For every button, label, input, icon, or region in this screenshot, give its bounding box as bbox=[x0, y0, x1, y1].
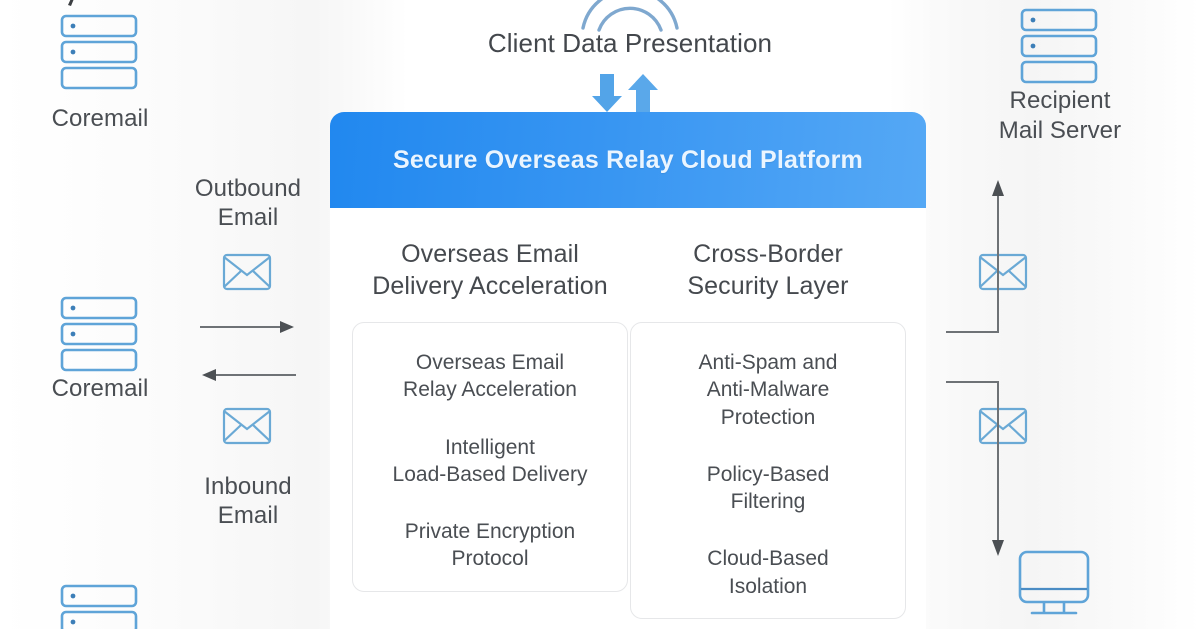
cloud-arc-icon bbox=[575, 0, 685, 34]
envelope-icon-downstream bbox=[978, 406, 1028, 446]
feature-item: Private Encryption Protocol bbox=[404, 520, 576, 571]
feature-card-delivery-acceleration: Overseas Email Relay Acceleration Intell… bbox=[352, 322, 628, 592]
server-icon-coremail-bottom bbox=[58, 578, 140, 629]
arrow-down-icon bbox=[592, 74, 622, 112]
cut-off-marker-icon bbox=[60, 0, 90, 8]
recipient-mail-server-label: Recipient Mail Server bbox=[998, 87, 1122, 144]
feature-item: Anti-Spam and Anti-Malware Protection bbox=[698, 351, 838, 429]
outbound-email-label: Outbound Email bbox=[194, 175, 302, 232]
feature-item: Policy-Based Filtering bbox=[706, 462, 830, 514]
platform-banner: Secure Overseas Relay Cloud Platform bbox=[330, 112, 926, 208]
column-title-security-layer: Cross-Border Security Layer bbox=[687, 240, 849, 300]
inbound-email-label: Inbound Email bbox=[204, 473, 292, 530]
server-icon-recipient bbox=[1018, 2, 1100, 84]
envelope-icon-outbound bbox=[222, 252, 272, 292]
platform-banner-label: Secure Overseas Relay Cloud Platform bbox=[393, 145, 863, 174]
monitor-icon-client bbox=[1016, 548, 1092, 618]
secure-relay-platform-panel: Secure Overseas Relay Cloud Platform Ove… bbox=[330, 112, 926, 629]
arrow-right-icon-outbound bbox=[200, 320, 296, 334]
feature-item: Overseas Email Relay Acceleration bbox=[403, 351, 577, 402]
feature-item: Intelligent Load-Based Delivery bbox=[392, 435, 588, 486]
arrow-up-icon bbox=[628, 74, 658, 112]
flow-arrows-group bbox=[592, 72, 666, 114]
client-data-presentation-label: Client Data Presentation bbox=[487, 28, 773, 58]
coremail-label-top: Coremail bbox=[51, 105, 149, 132]
feature-item: Cloud-Based Isolation bbox=[707, 547, 829, 598]
right-connector-paths bbox=[940, 170, 1090, 570]
server-icon-coremail-top bbox=[58, 8, 140, 90]
envelope-icon-inbound bbox=[222, 406, 272, 446]
envelope-icon-upstream bbox=[978, 252, 1028, 292]
arrow-left-icon-inbound bbox=[200, 368, 296, 382]
column-title-delivery-acceleration: Overseas Email Delivery Acceleration bbox=[372, 240, 608, 300]
coremail-label-mid: Coremail bbox=[51, 375, 149, 402]
server-icon-coremail-mid bbox=[58, 290, 140, 372]
platform-column-delivery-acceleration: Overseas Email Delivery Acceleration Ove… bbox=[352, 238, 628, 592]
feature-card-security-layer: Anti-Spam and Anti-Malware Protection Po… bbox=[630, 322, 906, 620]
platform-column-security-layer: Cross-Border Security Layer Anti-Spam an… bbox=[630, 238, 906, 620]
